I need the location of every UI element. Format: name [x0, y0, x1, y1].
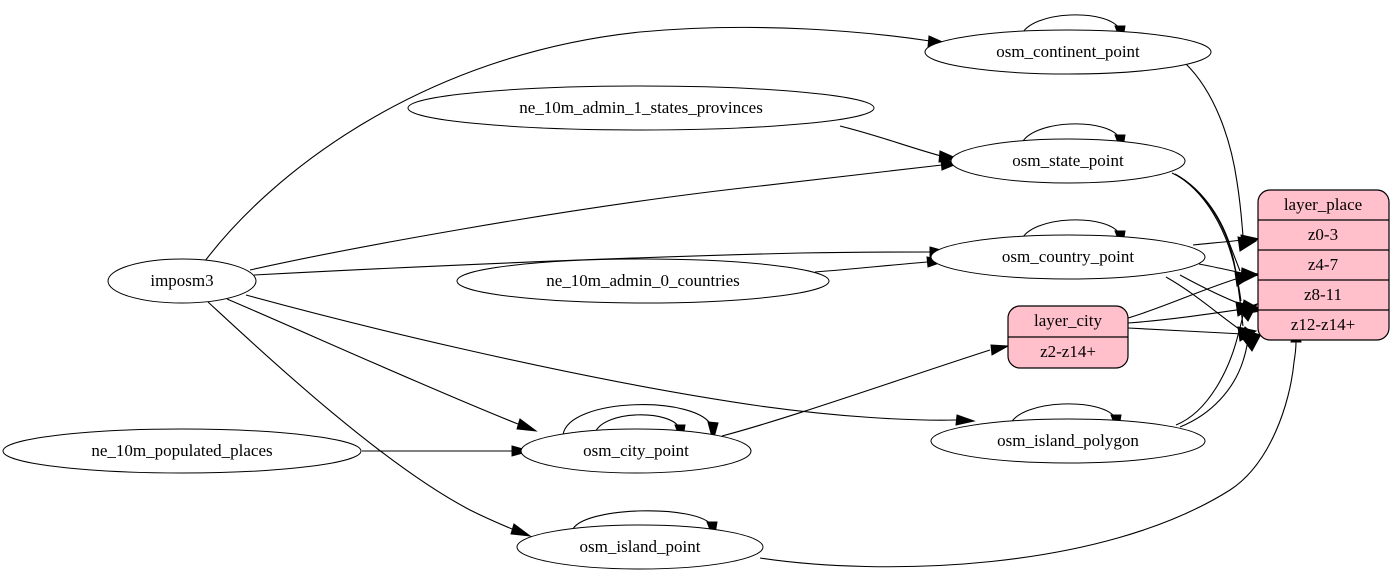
node-ne_10m_admin_1_states_provinces[interactable]: ne_10m_admin_1_states_provinces: [407, 85, 875, 131]
node-osm_island_polygon[interactable]: osm_island_polygon: [930, 418, 1206, 464]
edge-osm_country_point-layer_place-z8_11: [1179, 274, 1244, 306]
node-shape[interactable]: [520, 428, 752, 474]
self-loop-osm_state_point: [1020, 123, 1121, 146]
node-imposm3[interactable]: imposm3: [107, 258, 257, 304]
layer_place-title: layer_place: [1284, 195, 1362, 214]
node-shape[interactable]: [924, 29, 1212, 75]
edge-imposm3-osm_island_polygon: [245, 294, 957, 421]
arrowhead: [955, 414, 976, 426]
arrowhead: [707, 421, 719, 443]
arrowhead: [1238, 303, 1259, 322]
edge-ne0countries-osm_country_point: [814, 261, 929, 273]
node-label: osm_island_point: [580, 537, 701, 556]
layer_place-row-z8-11[interactable]: z8-11: [1304, 285, 1342, 304]
node-shape[interactable]: [950, 138, 1186, 184]
node-osm_country_point[interactable]: osm_country_point: [930, 234, 1206, 280]
arrowhead: [990, 344, 1010, 356]
edge-osm_continent_point-layer_place-z0_3: [1184, 62, 1244, 237]
node-osm_state_point[interactable]: osm_state_point: [950, 138, 1186, 184]
record-node-layer_place[interactable]: layer_place z0-3 z4-7 z8-11 z12-z14+: [1257, 189, 1390, 341]
node-shape[interactable]: [930, 418, 1206, 464]
layer_place-box[interactable]: [1257, 189, 1390, 341]
node-shape[interactable]: [2, 428, 362, 474]
node-label: osm_continent_point: [996, 42, 1140, 61]
node-ne_10m_populated_places[interactable]: ne_10m_populated_places: [2, 428, 362, 474]
edge-osm_island_polygon-layer_place-z8_11: [1175, 309, 1245, 426]
record-node-layer_city[interactable]: layer_city z2-z14+: [1007, 305, 1129, 369]
arrowhead: [1242, 271, 1261, 283]
arrowhead: [516, 418, 538, 432]
edge-osm_country_point-layer_place-z0_3: [1192, 239, 1243, 246]
edge-layer_city-layer_place-z8_11: [1127, 308, 1244, 324]
node-label: ne_10m_populated_places: [91, 441, 272, 460]
self-loop-osm_continent_point: [1020, 14, 1121, 37]
node-label: osm_state_point: [1012, 151, 1124, 170]
edge-osm_city_point-layer_city: [721, 349, 991, 437]
edge-imposm3-osm_state_point: [249, 164, 943, 271]
layer_place-row-z0-3[interactable]: z0-3: [1308, 225, 1338, 244]
node-label: osm_city_point: [583, 441, 689, 460]
edge-osm_country_point-layer_place-z12_14: [1165, 276, 1243, 332]
node-label: osm_country_point: [1002, 247, 1134, 266]
node-osm_city_point[interactable]: osm_city_point: [520, 428, 752, 474]
node-label: ne_10m_admin_0_countries: [546, 271, 740, 290]
edge-osm_state_point-layer_place-z8_11: [1174, 173, 1242, 302]
arrowhead: [1240, 234, 1261, 246]
edge-ne1states-osm_state_point: [839, 125, 942, 157]
edge-osm_island_point-layer_place-z12_14: [759, 341, 1297, 568]
edge-imposm3-osm_continent_point: [204, 26, 931, 262]
node-shape[interactable]: [930, 234, 1206, 280]
self-loop-osm_island_point: [571, 510, 713, 532]
node-layer: imposm3 ne_10m_populated_places ne_10m_a…: [2, 29, 1212, 570]
self-loop-osm_city_point-inner: [594, 414, 681, 434]
self-loop-osm_island_polygon: [1009, 403, 1117, 426]
node-shape[interactable]: [107, 258, 257, 304]
edge-layer_city-layer_place-z12_14: [1127, 327, 1244, 335]
node-label: ne_10m_admin_1_states_provinces: [519, 98, 763, 117]
node-osm_continent_point[interactable]: osm_continent_point: [924, 29, 1212, 75]
layer_place-row-z12-z14[interactable]: z12-z14+: [1291, 315, 1355, 334]
self-loop-osm_country_point: [1020, 219, 1121, 242]
node-shape[interactable]: [407, 85, 875, 131]
node-ne_10m_admin_0_countries[interactable]: ne_10m_admin_0_countries: [456, 258, 830, 304]
node-shape[interactable]: [456, 258, 830, 304]
node-shape[interactable]: [516, 524, 764, 570]
arrowhead: [1242, 333, 1262, 352]
node-osm_island_point[interactable]: osm_island_point: [516, 524, 764, 570]
node-label: osm_island_polygon: [997, 431, 1139, 450]
node-label: imposm3: [150, 271, 213, 290]
edge-osm_country_point-layer_place-z4_7: [1198, 263, 1243, 274]
edge-osm_state_point-layer_place-z12_14: [1177, 175, 1244, 327]
layer_place-row-z4-7[interactable]: z4-7: [1308, 255, 1339, 274]
layer_city-row-z2-z14[interactable]: z2-z14+: [1040, 342, 1096, 361]
layer_city-title: layer_city: [1034, 311, 1102, 330]
edge-imposm3-osm_city_point: [226, 298, 519, 425]
edge-layer_city-layer_place-z4_7: [1127, 276, 1243, 319]
edge-osm_island_polygon-layer_place-z12_14: [1179, 339, 1249, 428]
edge-imposm3-osm_island_point: [207, 301, 513, 530]
self-loop-osm_city_point-outer: [562, 404, 713, 436]
edge-imposm3-osm_country_point: [253, 251, 931, 276]
arrowhead: [510, 523, 532, 537]
